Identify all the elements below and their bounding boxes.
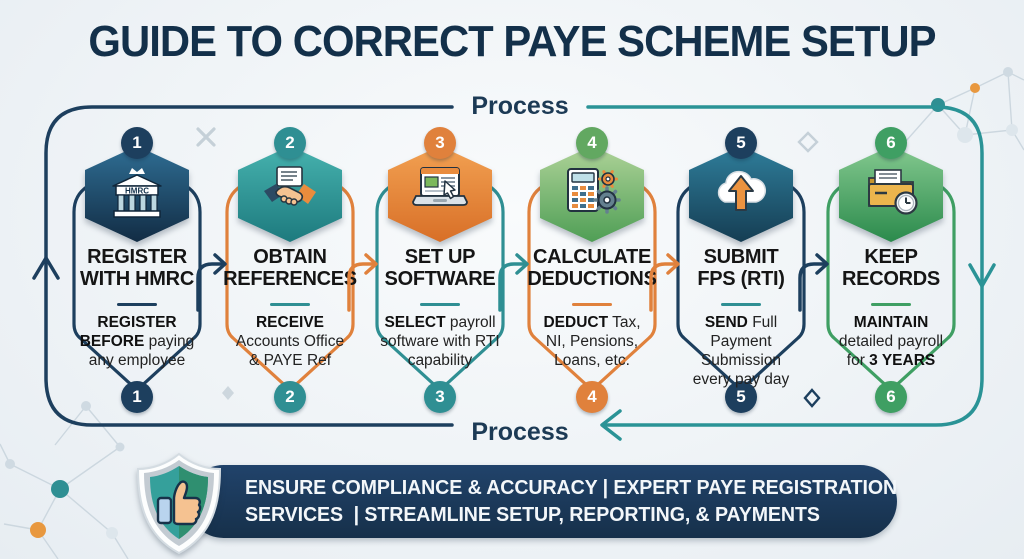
banner-line-1: ENSURE COMPLIANCE & ACCURACY | EXPERT PA… [245,476,898,499]
step-divider [117,303,157,306]
banner: ENSURE COMPLIANCE & ACCURACY | EXPERT PA… [187,465,897,538]
step-desc-text: paying any employee [88,333,195,369]
calculator-gears-icon [567,168,621,214]
connector-arrow-icon-2-to-3 [347,253,378,312]
hmrc-bank-icon: HMRC [112,168,162,218]
step-divider [871,303,911,306]
step-card-graphic [225,146,355,392]
step-title-line: SOFTWARE [384,268,496,290]
step-title-line: REGISTER [87,246,187,268]
process-label-bottom: Process [471,418,569,446]
step-divider [420,303,460,306]
step-desc-emphasis: SELECT [384,314,446,331]
step-desc-emphasis: REGISTER BEFORE [79,314,177,350]
step-description: MAINTAIN detailed payroll for 3 YEARS [831,313,951,370]
step-desc-emphasis: MAINTAIN [853,314,929,331]
step-description: RECEIVE Accounts Office & PAYE Ref [230,313,350,370]
step-title-line: OBTAIN [253,246,327,268]
step-title-line: DEDUCTIONS [527,268,657,290]
step-description: SEND Full Payment Submission every pay d… [681,313,801,389]
step-number-bottom-badge: 3 [424,381,456,413]
process-label-top: Process [471,92,569,120]
step-desc-text: detailed payroll for [838,333,944,369]
records-folder-clock-icon [868,169,918,215]
step-title-line: CALCULATE [532,246,652,268]
step-desc-emphasis: 3 YEARS [869,352,936,369]
connector-arrow-icon-5-to-6 [798,253,829,312]
step-number-top-badge: 6 [875,127,907,159]
step-desc-emphasis: DEDUCT [543,314,609,331]
step-title-line: RECORDS [842,268,940,290]
step-card-graphic [527,146,657,392]
step-title-line: SUBMIT [703,246,779,268]
cloud-upload-icon [717,170,766,211]
step-number-bottom-badge: 4 [576,381,608,413]
step-desc-text: payroll software with RTI capability [380,314,500,369]
step-divider [572,303,612,306]
page-title: GUIDE TO CORRECT PAYE SCHEME SETUP [88,17,936,66]
step-number-top-badge: 3 [424,127,456,159]
step-title-line: KEEP [864,246,918,268]
step-number-top-badge: 2 [274,127,306,159]
step-title-line: FPS (RTI) [697,268,785,290]
svg-text:HMRC: HMRC [125,187,149,196]
connector-arrow-icon-1-to-2 [195,253,227,312]
step-desc-emphasis: RECEIVE [255,314,325,331]
connector-arrow-icon-3-to-4 [498,253,529,312]
connector-arrow-icon-4-to-5 [648,253,680,312]
step-number-top-badge: 1 [121,127,153,159]
step-number-bottom-badge: 2 [274,381,306,413]
step-desc-text: Full Payment Submission every pay day [692,314,790,388]
step-description: REGISTER BEFORE paying any employee [77,313,197,370]
step-card-graphic [826,146,956,392]
step-title-line: SET UP [404,246,476,268]
step-number-bottom-badge: 1 [121,381,153,413]
banner-line-2: SERVICES | STREAMLINE SETUP, REPORTING, … [245,503,820,526]
step-description: DEDUCT Tax, NI, Pensions, Loans, etc. [532,313,652,370]
step-description: SELECT payroll software with RTI capabil… [380,313,500,370]
laptop-software-icon [412,167,468,206]
step-desc-text: Tax, NI, Pensions, Loans, etc. [545,314,641,369]
step-divider [721,303,761,306]
step-card-graphic [676,146,806,392]
step-number-top-badge: 4 [576,127,608,159]
step-title-line: REFERENCES [223,268,357,290]
step-title-line: WITH HMRC [80,268,194,290]
step-divider [270,303,310,306]
shield-thumbs-up-icon [136,452,222,555]
step-number-bottom-badge: 6 [875,381,907,413]
step-number-top-badge: 5 [725,127,757,159]
step-desc-emphasis: SEND [704,314,748,331]
step-desc-text: Accounts Office & PAYE Ref [235,333,345,369]
step-number-bottom-badge: 5 [725,381,757,413]
handshake-document-icon [264,166,316,206]
